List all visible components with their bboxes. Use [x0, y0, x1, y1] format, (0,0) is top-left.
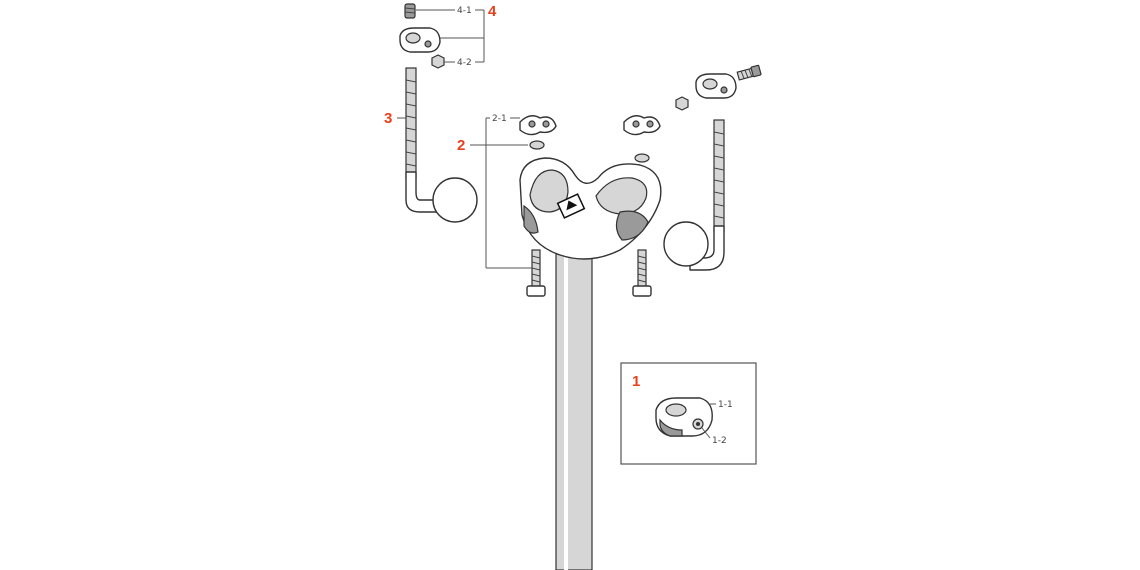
clamp-assembly-right [675, 64, 762, 111]
bolt-left [526, 249, 546, 297]
top-cap-left [519, 115, 557, 136]
bar-end-right [663, 119, 725, 271]
label-part-2-1: 2-1 [492, 114, 507, 124]
inset-part-1: 1 1-1 1-2 [620, 362, 757, 465]
label-part-2: 2 [457, 137, 465, 154]
washer-left [529, 140, 545, 150]
label-part-4: 4 [488, 3, 497, 20]
label-part-4-2: 4-2 [457, 58, 472, 68]
washer-right [634, 153, 650, 163]
leader-lines [397, 9, 532, 269]
clamp-assembly-left [399, 3, 445, 69]
label-part-1-2: 1-2 [712, 436, 727, 446]
post-tube [555, 239, 593, 570]
bar-end-left [405, 67, 478, 223]
label-part-1-1: 1-1 [718, 400, 733, 410]
bolt-right [632, 249, 652, 297]
label-part-1: 1 [632, 373, 640, 390]
top-cap-right [623, 115, 661, 136]
stem-body [519, 157, 662, 260]
label-part-3: 3 [384, 110, 392, 127]
label-part-4-1: 4-1 [457, 6, 472, 16]
